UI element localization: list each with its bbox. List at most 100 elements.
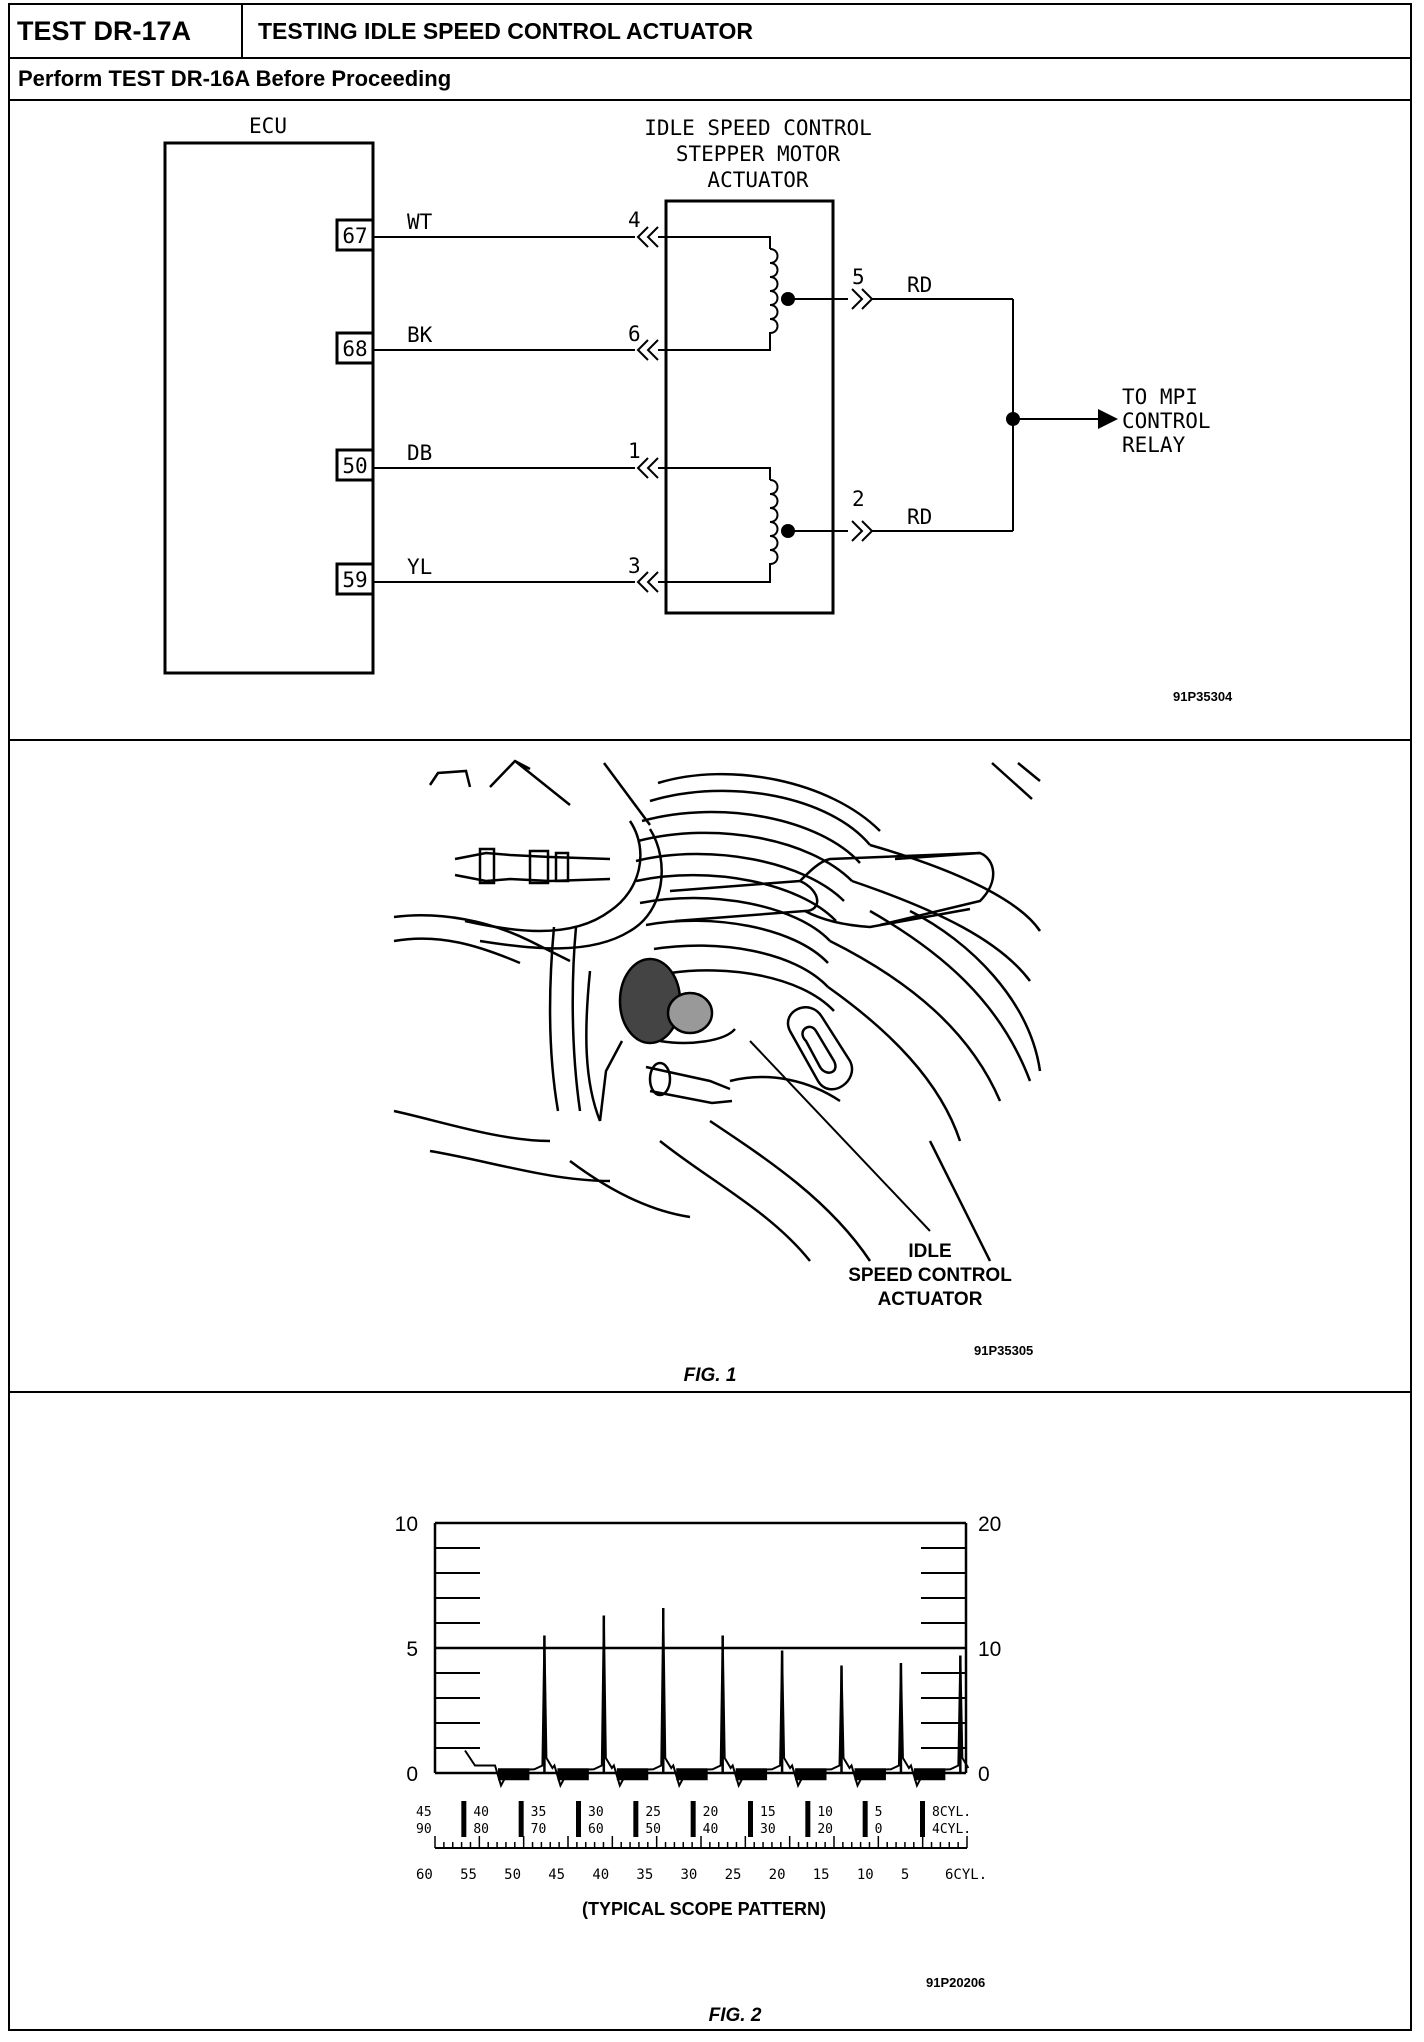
figure-code: 91P35304 xyxy=(1173,689,1233,704)
wire-color: RD xyxy=(907,273,932,297)
callout-line-2: SPEED CONTROL xyxy=(848,1265,1012,1286)
scope-dwell xyxy=(854,1768,886,1781)
scale-label: 20 xyxy=(769,1867,786,1883)
relay-label-1: TO MPI xyxy=(1122,385,1198,409)
scale-label: 45 xyxy=(416,1805,432,1820)
scale-label: 5 xyxy=(875,1805,883,1820)
cylinder-marker xyxy=(633,1801,639,1837)
wire-color: YL xyxy=(407,555,432,579)
ecu-label: ECU xyxy=(249,114,287,138)
scale-label: 25 xyxy=(645,1805,661,1820)
y-tick-right: 20 xyxy=(978,1513,1001,1536)
scope-dwell xyxy=(913,1768,946,1781)
cylinder-marker xyxy=(805,1801,811,1837)
actuator-label-2: STEPPER MOTOR xyxy=(676,142,841,166)
ecu-pin: 68 xyxy=(342,337,367,361)
scope-dwell xyxy=(616,1768,649,1781)
figure-code: 91P35305 xyxy=(974,1343,1033,1358)
figure-caption: FIG. 1 xyxy=(684,1365,737,1386)
scale-label: 15 xyxy=(813,1867,830,1883)
cylinder-marker xyxy=(461,1801,467,1837)
scale-label: 60 xyxy=(588,1822,604,1837)
test-page: TEST DR-17A TESTING IDLE SPEED CONTROL A… xyxy=(8,3,1412,2031)
scope-pattern-panel: 10 5 0 20 10 0 45 40 35 30 25 20 15 10 5 8CYL. 90… xyxy=(10,1393,1410,2029)
y-tick-left: 10 xyxy=(395,1513,418,1536)
ecu-pin: 50 xyxy=(342,454,367,478)
scope-trace-line xyxy=(464,1607,970,1789)
y-tick-left: 0 xyxy=(406,1763,418,1786)
actuator-pin: 6 xyxy=(628,322,641,346)
wire-color: DB xyxy=(407,441,432,465)
scale-label: 40 xyxy=(592,1867,609,1883)
scale-label: 35 xyxy=(531,1805,547,1820)
actuator-pin: 3 xyxy=(628,554,641,578)
scale-label: 10 xyxy=(817,1805,833,1820)
actuator-label-3: ACTUATOR xyxy=(707,168,809,192)
cylinder-marker xyxy=(862,1801,868,1837)
actuator-label-1: IDLE SPEED CONTROL xyxy=(644,116,872,140)
wiring-diagram: ECU IDLE SPEED CONTROL STEPPER MOTOR ACT… xyxy=(163,114,1233,704)
scale-label: 35 xyxy=(636,1867,653,1883)
y-tick-right: 10 xyxy=(978,1638,1001,1661)
scale-label: 0 xyxy=(875,1822,883,1837)
scale-label: 40 xyxy=(473,1805,489,1820)
scale-label: 25 xyxy=(725,1867,742,1883)
callout-line-3: ACTUATOR xyxy=(878,1289,983,1310)
scale-label: 20 xyxy=(703,1805,719,1820)
actuator-box xyxy=(664,199,835,615)
ecu-pin: 59 xyxy=(342,568,367,592)
cylinder-marker xyxy=(920,1801,925,1837)
cylinder-marker xyxy=(518,1801,524,1837)
scope-dwell xyxy=(557,1768,589,1781)
scale-label: 30 xyxy=(760,1822,776,1837)
scale-label: 55 xyxy=(460,1867,477,1883)
figure-code: 91P20206 xyxy=(926,1975,985,1990)
scale-label: 4CYL. xyxy=(932,1822,971,1837)
scope-dwell xyxy=(498,1768,530,1781)
test-id: TEST DR-17A xyxy=(10,5,243,57)
wire-color: RD xyxy=(907,505,932,529)
actuator-illustration-panel: IDLE SPEED CONTROL ACTUATOR 91P35305 FIG… xyxy=(10,741,1410,1393)
scale-label: 10 xyxy=(857,1867,874,1883)
scope-dwell xyxy=(795,1768,827,1781)
scale-label: 30 xyxy=(681,1867,698,1883)
ecu-pin: 67 xyxy=(342,224,367,248)
scope-chart: 10 5 0 20 10 0 45 40 35 30 25 20 15 10 5 8CYL. 90… xyxy=(395,1513,1002,2026)
scale-label: 40 xyxy=(703,1822,719,1837)
wire-color: WT xyxy=(407,210,433,234)
scale-label: 50 xyxy=(504,1867,521,1883)
y-tick-left: 5 xyxy=(406,1638,418,1661)
relay-label-3: RELAY xyxy=(1122,433,1186,457)
actuator-pin: 1 xyxy=(628,439,641,463)
engine-illustration: IDLE SPEED CONTROL ACTUATOR 91P35305 FIG… xyxy=(393,759,1042,1386)
instruction-line: Perform TEST DR-16A Before Proceeding xyxy=(10,59,1410,101)
wiring-diagram-panel: ECU IDLE SPEED CONTROL STEPPER MOTOR ACT… xyxy=(10,101,1410,741)
scale-label: 50 xyxy=(645,1822,661,1837)
header-bar: TEST DR-17A TESTING IDLE SPEED CONTROL A… xyxy=(10,5,1410,59)
scale-label: 60 xyxy=(416,1867,433,1883)
scale-label: 20 xyxy=(817,1822,833,1837)
scale-label: 5 xyxy=(901,1867,909,1883)
scale-label: 8CYL. xyxy=(932,1805,971,1820)
cylinder-marker xyxy=(576,1801,581,1837)
scale-label: 45 xyxy=(548,1867,565,1883)
scope-dwell xyxy=(676,1768,708,1781)
wire-color: BK xyxy=(407,323,433,347)
actuator-pin: 4 xyxy=(628,208,641,232)
scale-label: 90 xyxy=(416,1822,432,1837)
ecu-box xyxy=(163,141,375,675)
relay-label-2: CONTROL xyxy=(1122,409,1211,433)
scale-label: 70 xyxy=(531,1822,547,1837)
scale-label: 6CYL. xyxy=(945,1867,987,1883)
actuator-pin: 2 xyxy=(852,487,865,511)
scale-label: 15 xyxy=(760,1805,776,1820)
y-tick-right: 0 xyxy=(978,1763,990,1786)
scale-label: 80 xyxy=(473,1822,489,1837)
arrow-icon xyxy=(1098,409,1118,429)
scope-caption: (TYPICAL SCOPE PATTERN) xyxy=(582,1899,826,1919)
cylinder-marker xyxy=(690,1801,696,1837)
actuator-pin: 5 xyxy=(852,265,865,289)
scope-dwell xyxy=(735,1768,768,1781)
scale-label: 30 xyxy=(588,1805,604,1820)
test-title: TESTING IDLE SPEED CONTROL ACTUATOR xyxy=(258,18,753,44)
